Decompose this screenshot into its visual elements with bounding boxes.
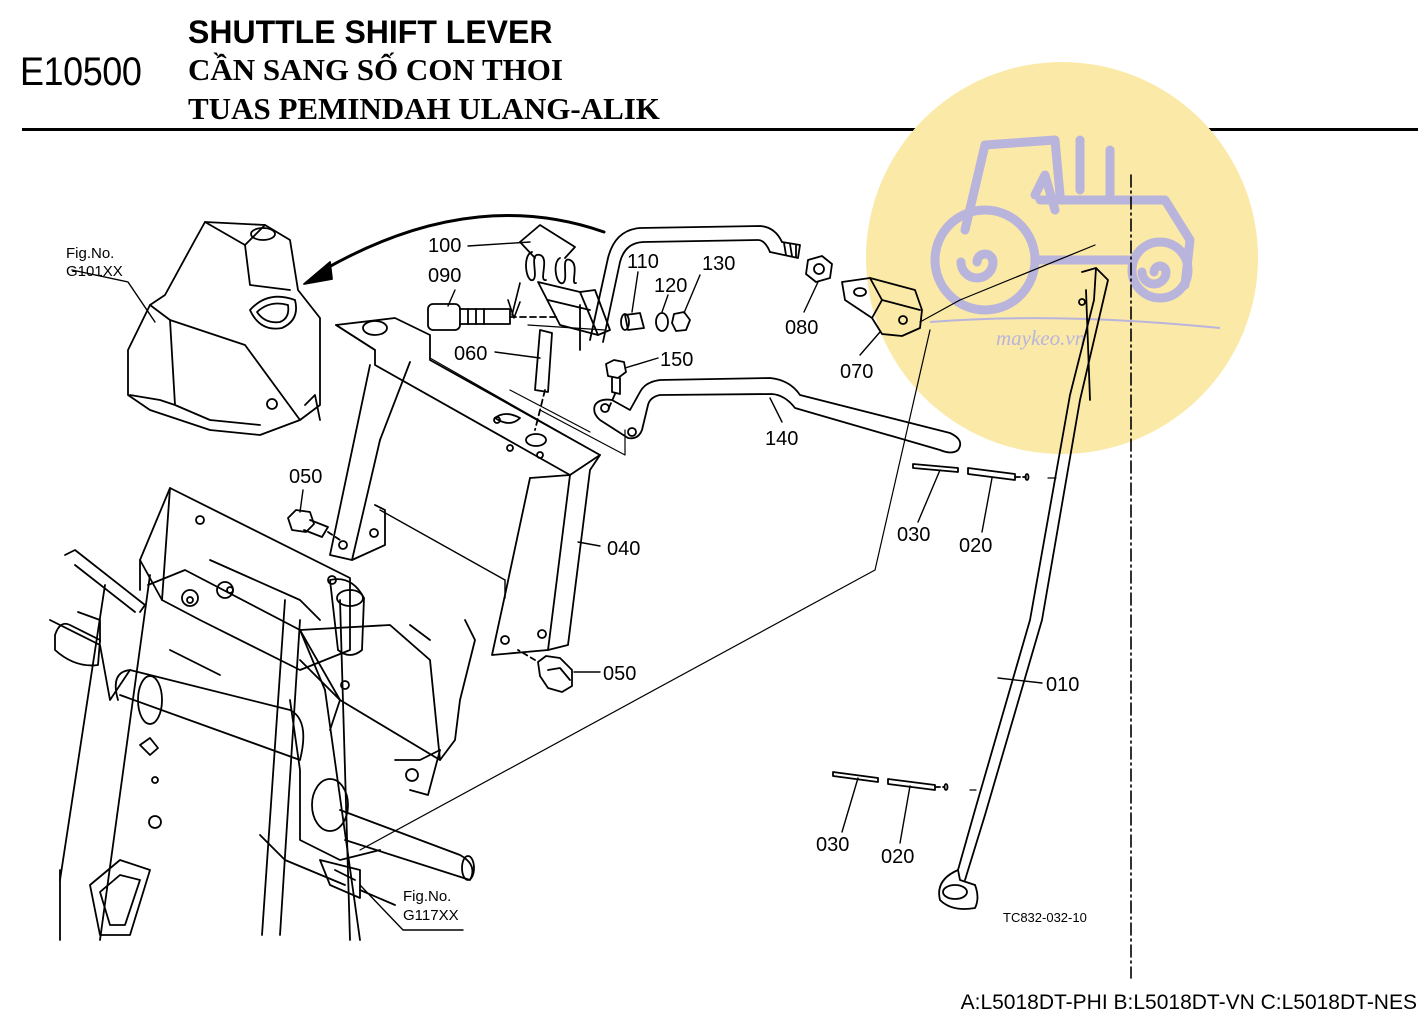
part-label-120: 120 xyxy=(654,275,687,297)
part-label-020-upper: 020 xyxy=(959,535,992,557)
spring-pins-lower xyxy=(832,771,949,791)
part-label-010: 010 xyxy=(1046,674,1079,696)
watermark-text: maykeo.vn xyxy=(996,326,1085,350)
part-label-030-upper: 030 xyxy=(897,524,930,546)
part-label-070: 070 xyxy=(840,361,873,383)
bolt-150 xyxy=(605,359,627,411)
diagram-code: E10500 xyxy=(20,50,142,94)
fig-ref-bottom-code: G117XX xyxy=(403,907,459,924)
pin xyxy=(427,303,561,331)
spring xyxy=(519,224,577,284)
part-label-080: 080 xyxy=(785,317,818,339)
spring-pins-upper xyxy=(912,463,1030,481)
part-label-150: 150 xyxy=(660,349,693,371)
drawing-code: TC832-032-10 xyxy=(1003,910,1087,925)
part-label-100: 100 xyxy=(428,235,461,257)
part-label-020-lower: 020 xyxy=(881,846,914,868)
part-label-050-lower: 050 xyxy=(603,663,636,685)
model-applicability: A:L5018DT-PHI B:L5018DT-VN C:L5018DT-NES xyxy=(960,991,1417,1014)
bolt-050-upper xyxy=(287,509,341,541)
part-label-090: 090 xyxy=(428,265,461,287)
bolt-050-lower xyxy=(517,649,573,693)
shuttle-lever xyxy=(938,267,1109,910)
part-label-030-lower: 030 xyxy=(816,834,849,856)
nut-080 xyxy=(805,255,833,283)
part-label-060: 060 xyxy=(454,343,487,365)
shift-knob xyxy=(841,277,923,337)
leader-lines xyxy=(71,241,1043,931)
title-english: SHUTTLE SHIFT LEVER xyxy=(188,14,553,50)
nut xyxy=(671,311,691,332)
fig-ref-bottom-label: Fig.No. xyxy=(403,888,451,905)
fig-ref-top-label: Fig.No. xyxy=(66,245,114,262)
title-vietnamese: CẦN SANG SỐ CON THOI xyxy=(188,52,563,87)
part-label-130: 130 xyxy=(702,253,735,275)
part-label-050-upper: 050 xyxy=(289,466,322,488)
title-malay: TUAS PEMINDAH ULANG-ALIK xyxy=(188,91,660,126)
part-label-110: 110 xyxy=(627,251,659,273)
collar xyxy=(620,312,645,331)
shift-cover xyxy=(127,221,321,436)
header-rule xyxy=(22,128,1418,131)
tractor-logo-icon xyxy=(930,135,1195,315)
washer xyxy=(655,312,669,332)
assembly-arrow xyxy=(318,214,606,274)
fig-ref-top-code: G101XX xyxy=(66,263,123,280)
bracket xyxy=(329,317,601,656)
column-frame xyxy=(49,487,476,941)
part-label-140: 140 xyxy=(765,428,798,450)
upper-rod xyxy=(589,225,801,343)
part-label-040: 040 xyxy=(607,538,640,560)
